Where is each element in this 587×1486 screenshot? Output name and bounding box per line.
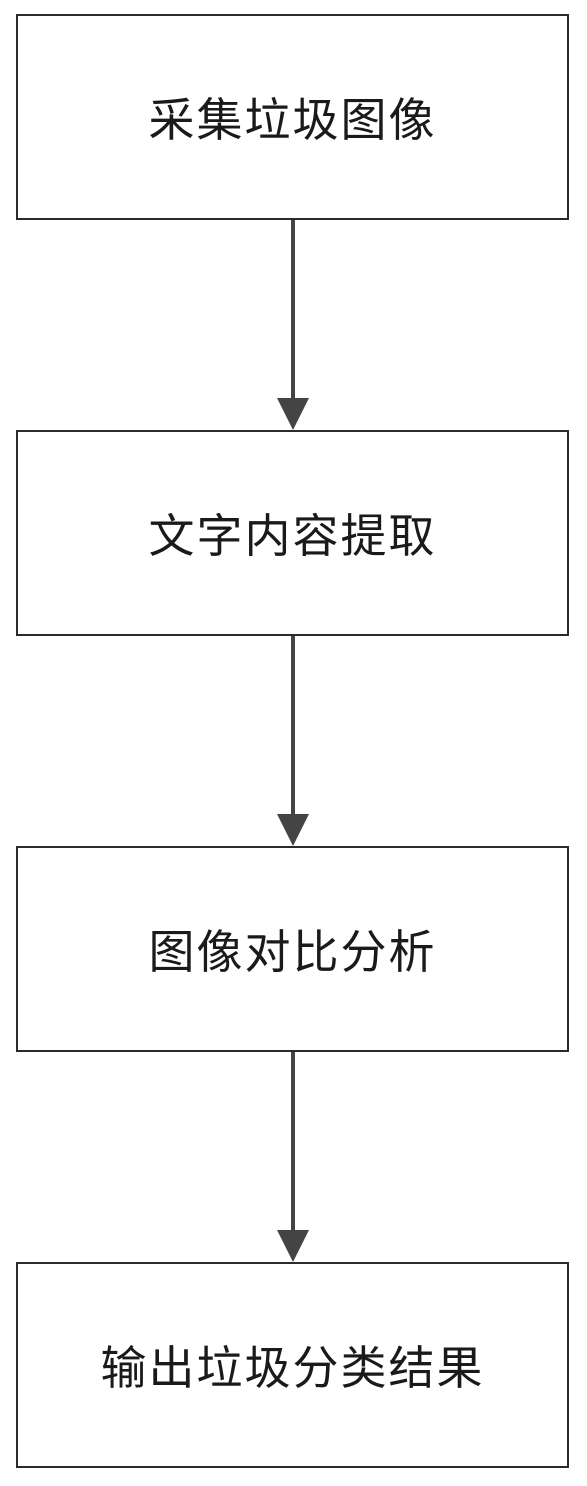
arrow-1-to-2	[277, 220, 309, 430]
step-label-image-comparison: 图像对比分析	[148, 925, 437, 979]
step-label-text-extraction: 文字内容提取	[148, 509, 437, 563]
step-box-text-extraction: 文字内容提取	[16, 430, 569, 636]
step-box-image-comparison: 图像对比分析	[16, 846, 569, 1052]
arrow-2-to-3	[277, 636, 309, 846]
arrow-3-to-4	[277, 1052, 309, 1262]
step-box-collect-image: 采集垃圾图像	[16, 14, 569, 220]
step-box-output-result: 输出垃圾分类结果	[16, 1262, 569, 1468]
step-label-collect-image: 采集垃圾图像	[148, 93, 437, 147]
step-label-output-result: 输出垃圾分类结果	[100, 1341, 485, 1395]
